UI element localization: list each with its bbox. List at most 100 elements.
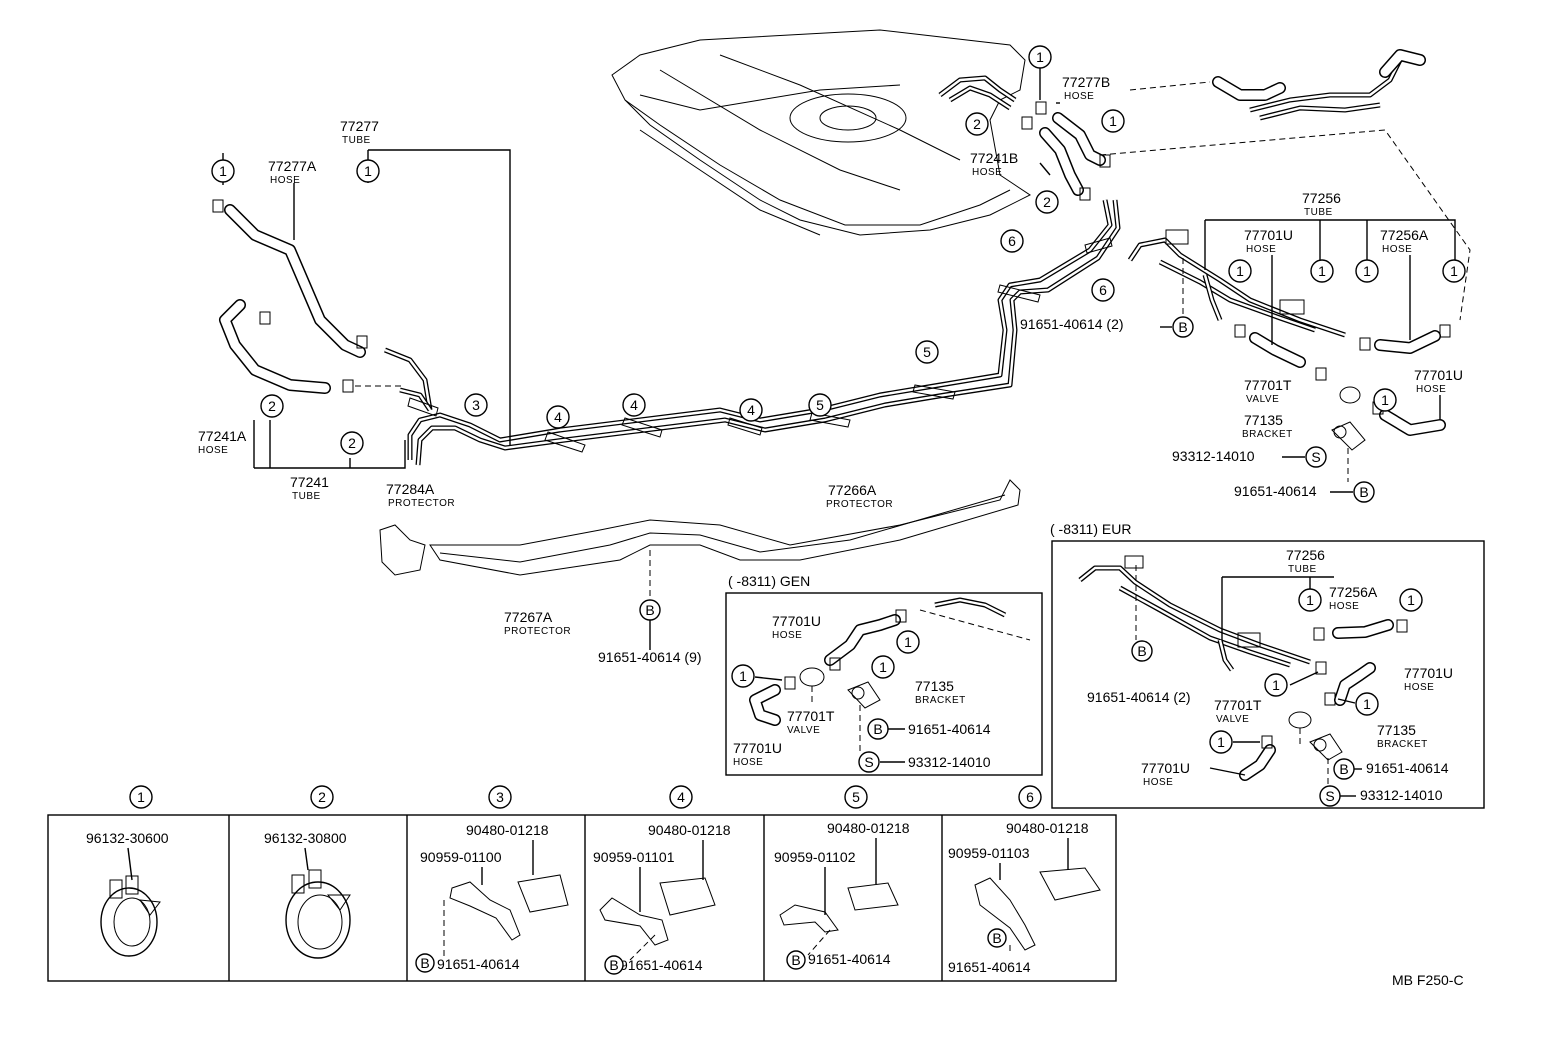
label-77277A: 77277A [268,158,317,174]
protectors [379,479,1021,600]
svg-text:B: B [645,602,654,618]
eur-hoseA: 77256A [1329,584,1378,600]
eur-bolt: 91651-40614 [1366,760,1449,776]
svg-text:6: 6 [1099,282,1107,298]
label-77267A-desc: PROTECTOR [504,626,571,637]
svg-text:1: 1 [1363,263,1371,279]
legend-1-part-0: 96132-30600 [86,830,169,846]
label-77266A-desc: PROTECTOR [826,499,893,510]
top-hoses [1021,101,1111,201]
eur-hose-bot-desc: HOSE [1143,777,1173,788]
eur-hoseU-desc: HOSE [1404,682,1434,693]
fuel-tank [611,29,1031,236]
svg-text:1: 1 [137,789,145,805]
label-77277B: 77277B [1062,74,1110,90]
eur-hose-bot: 77701U [1141,760,1190,776]
eur-inset-title: ( -8311) EUR [1050,521,1131,537]
label-77277A-desc: HOSE [270,175,300,186]
left-hoses [212,199,405,394]
label-77241: 77241 [290,474,329,490]
label-77277B-desc: HOSE [1064,91,1094,102]
svg-text:5: 5 [852,789,860,805]
label-77701T-desc: VALVE [1246,394,1279,405]
svg-text:4: 4 [747,402,755,418]
legend-6-part-2: 91651-40614 [948,959,1031,975]
svg-text:B: B [420,955,429,971]
gen-valve: 77701T [787,708,835,724]
eur-bracket: 77135 [1377,722,1416,738]
eur-screw: 93312-14010 [1360,787,1443,803]
svg-text:1: 1 [219,163,227,179]
gen-hose-bot-desc: HOSE [733,757,763,768]
svg-text:1: 1 [364,163,372,179]
label-bolt-9: 91651-40614 (9) [598,649,702,665]
svg-text:3: 3 [472,397,480,413]
right-assembly [1127,229,1451,482]
svg-text:1: 1 [1236,263,1244,279]
eur-tube-desc: TUBE [1288,564,1317,575]
svg-text:3: 3 [496,789,504,805]
svg-text:1: 1 [1217,734,1225,750]
label-77241B-desc: HOSE [972,167,1002,178]
label-77277-desc: TUBE [342,135,371,146]
label-77135-desc: BRACKET [1242,429,1293,440]
gen-inset-title: ( -8311) GEN [728,573,810,589]
legend-5-part-0: 90480-01218 [827,820,910,836]
legend-table: 1 96132-30600 2 96132-30800 3 90480-0121… [47,785,1117,982]
legend-4-part-2: 91651-40614 [620,957,703,973]
svg-text:6: 6 [1008,233,1016,249]
label-77256-desc: TUBE [1304,207,1333,218]
label-77241A: 77241A [198,428,247,444]
label-bolt-2: 91651-40614 (2) [1020,316,1124,332]
label-77701U-b-desc: HOSE [1416,384,1446,395]
gen-hose-bot: 77701U [733,740,782,756]
gen-bolt: 91651-40614 [908,721,991,737]
legend-2-part-0: 96132-30800 [264,830,347,846]
svg-text:B: B [609,957,618,973]
svg-text:1: 1 [1318,263,1326,279]
label-77241A-desc: HOSE [198,445,228,456]
svg-text:B: B [1137,643,1146,659]
svg-text:B: B [791,952,800,968]
svg-text:S: S [1311,449,1320,465]
svg-text:B: B [1178,319,1187,335]
svg-text:2: 2 [1043,194,1051,210]
svg-text:1: 1 [1109,113,1117,129]
legend-4-part-1: 90959-01101 [593,849,675,865]
label-77256A: 77256A [1380,227,1429,243]
legend-6-part-0: 90480-01218 [1006,820,1089,836]
svg-text:4: 4 [677,789,685,805]
svg-text:S: S [1325,788,1334,804]
gen-bracket: 77135 [915,678,954,694]
svg-text:4: 4 [630,397,638,413]
label-77266A: 77266A [828,482,877,498]
gen-inset: ( -8311) GEN 77701U HOSE 77135 BRACKET 7… [725,573,1043,776]
gen-hose-top: 77701U [772,613,821,629]
legend-6-part-1: 90959-01103 [948,845,1030,861]
legend-3-part-0: 90480-01218 [466,822,549,838]
svg-text:1: 1 [879,659,887,675]
svg-text:1: 1 [1407,592,1415,608]
gen-hose-top-desc: HOSE [772,630,802,641]
callout-lines [222,68,1456,469]
label-77256A-desc: HOSE [1382,244,1412,255]
label-77284A: 77284A [386,481,435,497]
svg-text:4: 4 [554,409,562,425]
eur-bolt-2: 91651-40614 (2) [1087,689,1191,705]
gen-valve-desc: VALVE [787,725,820,736]
gen-screw: 93312-14010 [908,754,991,770]
eur-valve: 77701T [1214,697,1262,713]
label-77701U-b: 77701U [1414,367,1463,383]
label-77241B: 77241B [970,150,1018,166]
label-77135: 77135 [1244,412,1283,428]
label-bolt: 91651-40614 [1234,483,1317,499]
eur-valve-desc: VALVE [1216,714,1249,725]
svg-text:B: B [1339,761,1348,777]
svg-text:2: 2 [268,398,276,414]
label-77701T: 77701T [1244,377,1292,393]
label-77256: 77256 [1302,190,1341,206]
label-screw: 93312-14010 [1172,448,1255,464]
legend-5-part-2: 91651-40614 [808,951,891,967]
eur-inset: ( -8311) EUR 77256 TUBE [1050,521,1485,809]
